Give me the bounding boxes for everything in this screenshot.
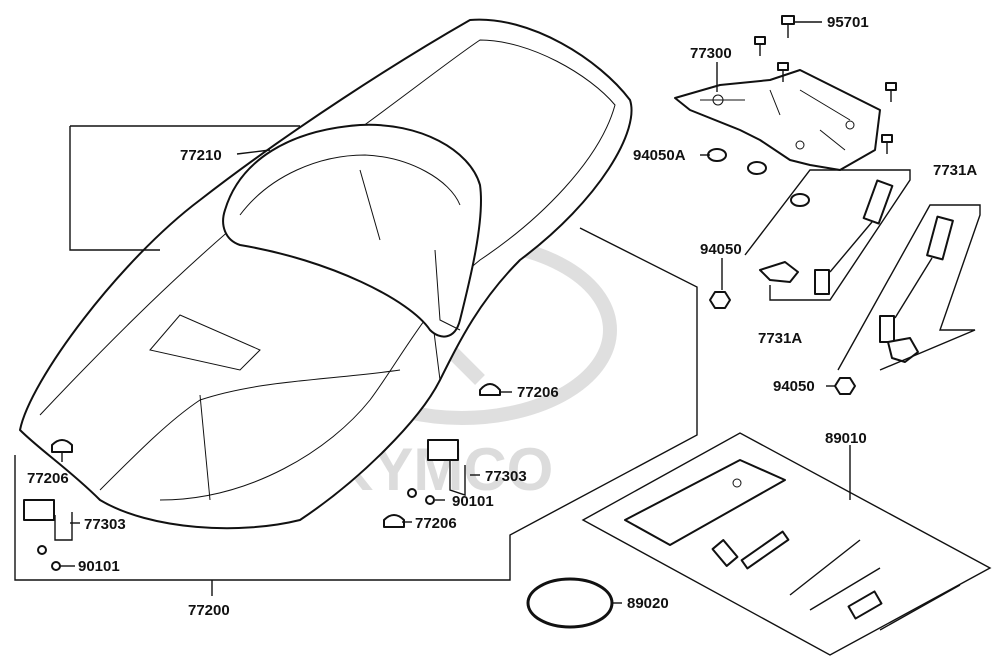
label-95701: 95701: [827, 14, 869, 31]
label-77300: 77300: [690, 45, 732, 62]
label-77206-a: 77206: [517, 384, 559, 401]
label-89020: 89020: [627, 595, 669, 612]
leader-lines: [14, 21, 851, 604]
nut-94050-b: [834, 377, 856, 395]
label-94050-a: 94050: [700, 241, 742, 258]
label-7731A-top: 7731A: [933, 162, 977, 179]
nut-94050-a: [709, 291, 731, 309]
label-89010: 89010: [825, 430, 867, 447]
label-77206-b: 77206: [27, 470, 69, 487]
bolts-90101: [37, 488, 435, 571]
label-77206-c: 77206: [415, 515, 457, 532]
clip-77303-right: [427, 439, 466, 496]
label-94050A: 94050A: [633, 147, 686, 164]
label-90101-b: 90101: [78, 558, 120, 575]
grommets-94050A: [707, 148, 810, 207]
label-7731A-mid: 7731A: [758, 330, 802, 347]
label-94050-b: 94050: [773, 378, 815, 395]
clip-77303-left: [23, 499, 73, 541]
tool-kit: [581, 432, 992, 656]
label-90101-a: 90101: [452, 493, 494, 510]
label-77303-b: 77303: [84, 516, 126, 533]
label-77303-a: 77303: [485, 468, 527, 485]
label-77200: 77200: [188, 602, 230, 619]
label-77210: 77210: [180, 147, 222, 164]
gas-strut-left: [744, 169, 911, 301]
ring-89020: [526, 577, 614, 629]
rubbers-77206: [51, 383, 501, 528]
gas-strut-right: [837, 204, 981, 371]
bolts-95701: [754, 15, 897, 154]
seat-cushion: [222, 123, 482, 338]
